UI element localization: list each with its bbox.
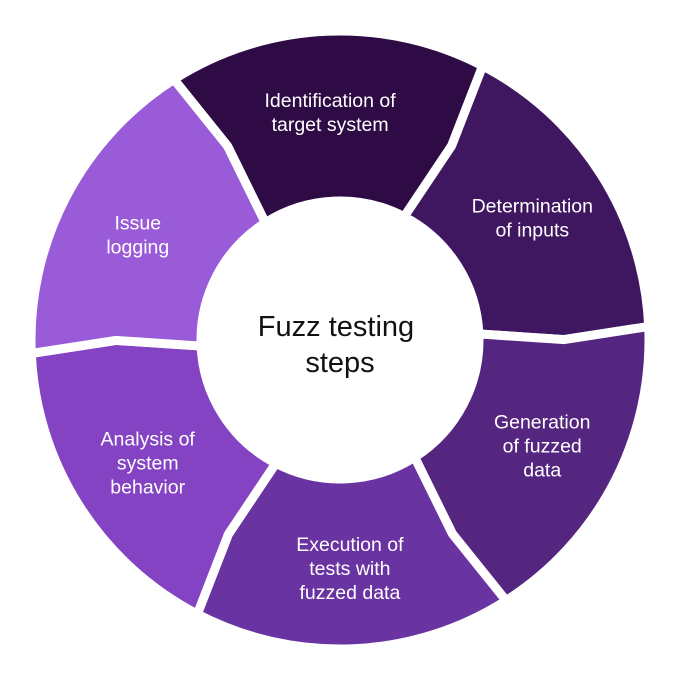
- cycle-step-segment: [26, 335, 283, 621]
- cycle-step-label-line: of fuzzed: [503, 435, 582, 457]
- cycle-step-label-line: Generation: [494, 411, 590, 433]
- cycle-step-label-line: logging: [106, 237, 169, 259]
- cycle-step-label-line: Determination: [472, 196, 593, 218]
- cycle-step-label-line: fuzzed data: [299, 582, 400, 604]
- cycle-step-label-line: Execution of: [296, 534, 404, 556]
- center-title-line: steps: [305, 347, 374, 379]
- center-title-line: Fuzz testing: [258, 311, 414, 343]
- cycle-step-segment: [408, 321, 654, 607]
- cycle-step-label-line: Issue: [114, 213, 161, 235]
- cycle-segments: [26, 26, 654, 654]
- cycle-step-segment: [191, 450, 513, 654]
- cycle-step-segment: [26, 73, 272, 359]
- center-hub: [202, 202, 478, 478]
- cycle-step-label-line: of inputs: [495, 220, 569, 242]
- cycle-step-label-line: system: [117, 453, 179, 475]
- cycle-step-segment: [397, 59, 654, 345]
- cycle-step-label-line: data: [523, 459, 561, 481]
- center-title: Fuzz testing steps: [258, 311, 422, 379]
- cycle-step-label-line: behavior: [110, 477, 185, 499]
- cycle-step-label-line: Analysis of: [101, 429, 196, 451]
- cycle-step-label-line: Identification of: [265, 90, 397, 112]
- cycle-step-label-line: tests with: [309, 558, 390, 580]
- cycle-step-segment: [167, 26, 489, 230]
- cycle-step-label-line: target system: [272, 114, 389, 136]
